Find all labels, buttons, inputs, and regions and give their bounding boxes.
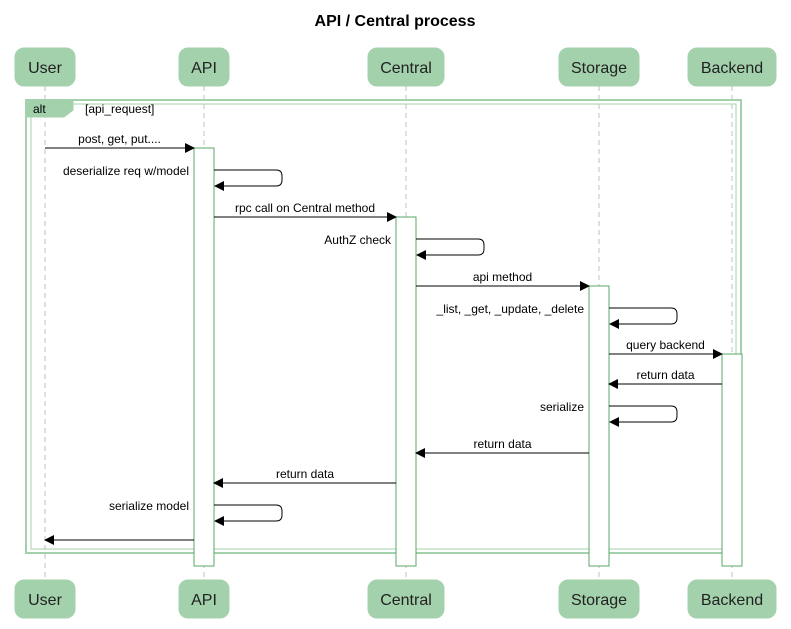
message-label: return data xyxy=(636,368,694,382)
participant-label: Backend xyxy=(701,592,763,609)
participant-storage-top: Storage xyxy=(558,47,640,87)
participant-label: User xyxy=(28,60,62,77)
message-label: serialize model xyxy=(109,499,189,513)
participant-label: Backend xyxy=(701,60,763,77)
participant-api-bottom: API xyxy=(178,579,230,619)
message-7: query backend xyxy=(609,338,723,359)
participant-label: Storage xyxy=(571,60,627,77)
self-message-arrow xyxy=(609,307,678,329)
participant-box xyxy=(558,579,640,619)
participant-user-top: User xyxy=(14,47,76,87)
alt-kind-label: alt xyxy=(33,102,46,116)
activation-storage xyxy=(588,285,610,567)
message-label: api method xyxy=(473,270,532,284)
participant-box xyxy=(14,47,76,87)
participant-box xyxy=(14,579,76,619)
participant-label: API xyxy=(191,592,217,609)
alt-label-tab xyxy=(25,99,74,118)
message-5: api method xyxy=(416,270,590,291)
alt-frame-inner xyxy=(30,103,737,550)
message-label: AuthZ check xyxy=(324,233,392,247)
alt-condition-label: [api_request] xyxy=(85,102,154,116)
message-label: post, get, put.... xyxy=(78,132,161,146)
message-4: AuthZ check xyxy=(324,233,485,260)
participant-box xyxy=(367,47,445,87)
message-label: return data xyxy=(473,437,531,451)
message-label: serialize xyxy=(540,400,584,414)
self-message-arrow xyxy=(214,169,283,191)
self-message-arrow xyxy=(609,405,678,427)
participant-box xyxy=(367,579,445,619)
message-9: serialize xyxy=(540,400,678,427)
participant-storage-bottom: Storage xyxy=(558,579,640,619)
message-label: return data xyxy=(276,467,334,481)
activation-api xyxy=(193,147,215,567)
self-message-arrow xyxy=(214,504,283,526)
message-label: rpc call on Central method xyxy=(235,201,375,215)
participant-label: Central xyxy=(380,60,432,77)
self-message-arrow xyxy=(416,238,485,260)
participant-label: API xyxy=(191,60,217,77)
message-3: rpc call on Central method xyxy=(214,201,397,222)
message-label: _list, _get, _update, _delete xyxy=(436,302,585,316)
participant-box xyxy=(687,47,777,87)
activation-backend xyxy=(721,353,743,567)
message-12: serialize model xyxy=(109,499,283,526)
message-label: deserialize req w/model xyxy=(63,164,189,178)
message-8: return data xyxy=(608,368,722,389)
participant-label: Central xyxy=(380,592,432,609)
participant-central-bottom: Central xyxy=(367,579,445,619)
participant-backend-bottom: Backend xyxy=(687,579,777,619)
participant-box xyxy=(178,579,230,619)
participant-user-bottom: User xyxy=(14,579,76,619)
participant-api-top: API xyxy=(178,47,230,87)
participant-label: Storage xyxy=(571,592,627,609)
activation-central xyxy=(395,216,417,567)
message-10: return data xyxy=(415,437,589,458)
message-6: _list, _get, _update, _delete xyxy=(436,302,678,329)
message-2: deserialize req w/model xyxy=(63,164,283,191)
alt-fragment: alt [api_request] xyxy=(25,99,742,554)
diagram-title: API / Central process xyxy=(315,13,476,30)
alt-frame-border xyxy=(25,99,742,554)
message-label: query backend xyxy=(626,338,705,352)
participant-box xyxy=(558,47,640,87)
message-11: return data xyxy=(213,467,396,488)
participant-box xyxy=(687,579,777,619)
message-1: post, get, put.... xyxy=(45,132,195,153)
participant-central-top: Central xyxy=(367,47,445,87)
participant-box xyxy=(178,47,230,87)
participant-backend-top: Backend xyxy=(687,47,777,87)
participant-label: User xyxy=(28,592,62,609)
